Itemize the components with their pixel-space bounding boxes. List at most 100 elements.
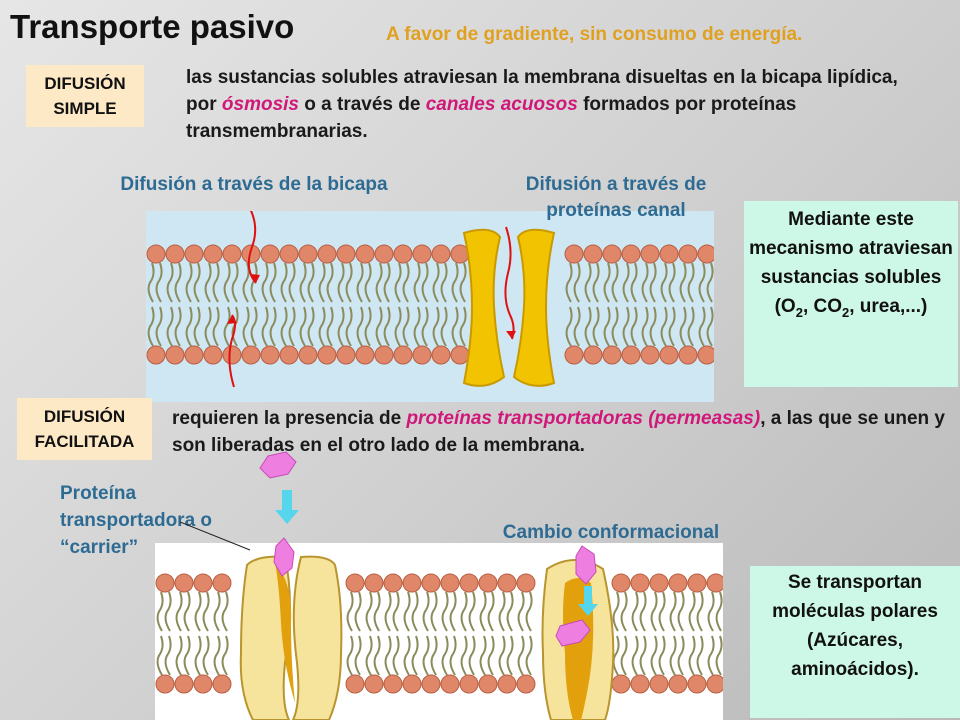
lipid-head xyxy=(412,345,432,365)
lipid-head xyxy=(374,345,394,365)
down-arrow-bilayer xyxy=(247,211,257,284)
lipid-heads xyxy=(155,573,723,694)
lipid-head xyxy=(193,674,213,694)
lipid-tail xyxy=(630,262,638,303)
lipid-head xyxy=(184,244,204,264)
lipid-head xyxy=(345,573,365,593)
lipid-tail xyxy=(403,591,411,632)
page-subtitle: A favor de gradiente, sin consumo de ene… xyxy=(386,24,803,45)
lipid-tail xyxy=(660,262,668,303)
lipid-head xyxy=(260,244,280,264)
lipid-tail xyxy=(346,635,354,676)
lipid-tail xyxy=(451,306,459,347)
molecule-changed-icon xyxy=(575,545,597,585)
lipid-head xyxy=(602,345,622,365)
lipid-head xyxy=(583,244,603,264)
lipid-head xyxy=(374,244,394,264)
lipid-head xyxy=(317,345,337,365)
simple-text-a: las sustancias solubles atraviesan la me… xyxy=(186,67,898,115)
lipid-tail xyxy=(365,591,373,632)
lipid-tail xyxy=(460,591,468,632)
lipid-head xyxy=(298,244,318,264)
lipid-head xyxy=(241,244,261,264)
lipid-tail xyxy=(147,262,155,303)
lipid-head xyxy=(146,244,166,264)
lipid-tail xyxy=(364,262,372,303)
lipid-tail xyxy=(174,306,182,347)
lipid-head xyxy=(364,674,384,694)
lipid-tail xyxy=(687,306,695,347)
lipid-tail xyxy=(649,262,657,303)
lipid-tail xyxy=(402,262,410,303)
lipid-head xyxy=(155,674,175,694)
lipid-head xyxy=(640,345,660,365)
lipid-tail xyxy=(517,635,525,676)
lipid-tail xyxy=(611,306,619,347)
lipid-head xyxy=(393,244,413,264)
lipid-tail xyxy=(175,635,183,676)
lipid-tail xyxy=(584,262,592,303)
lipid-head xyxy=(193,573,213,593)
label-conformational-change: Cambio conformacional xyxy=(502,522,720,543)
cyan-arrowhead-icon xyxy=(275,510,299,524)
lipid-tail xyxy=(611,262,619,303)
lipid-head xyxy=(497,573,517,593)
lipid-head xyxy=(659,345,679,365)
lipid-tail xyxy=(373,635,381,676)
lipid-tail xyxy=(707,635,715,676)
lipid-tail xyxy=(641,306,649,347)
lipid-tail xyxy=(185,262,193,303)
lipid-tail xyxy=(525,635,533,676)
lipid-tail xyxy=(440,306,448,347)
lipid-tail xyxy=(204,306,212,347)
lipid-head xyxy=(279,244,299,264)
lipid-tail xyxy=(269,262,277,303)
osmosis-term: ósmosis xyxy=(221,94,299,115)
lipid-tail xyxy=(223,306,231,347)
lipid-tail xyxy=(318,262,326,303)
lipid-tail xyxy=(337,306,345,347)
simple-tag-line1: DIFUSIÓN xyxy=(44,74,126,93)
lipid-tail xyxy=(194,635,202,676)
molecule-bound-icon xyxy=(273,537,295,577)
lipid-head xyxy=(279,345,299,365)
lipid-tail xyxy=(592,306,600,347)
lipid-head xyxy=(516,674,536,694)
lipid-head xyxy=(478,674,498,694)
lipid-tail xyxy=(565,262,573,303)
lipid-tail xyxy=(506,635,514,676)
lipid-tail xyxy=(364,306,372,347)
simple-tag-line2: SIMPLE xyxy=(53,99,117,118)
lipid-tail xyxy=(166,262,174,303)
facilitated-text-b: , a las que se unen y son liberadas en e… xyxy=(172,408,945,456)
molecule-released-icon xyxy=(555,619,591,647)
lipid-tail xyxy=(175,591,183,632)
carrier-protein-open xyxy=(239,555,343,720)
lipid-tail xyxy=(402,306,410,347)
lipid-head xyxy=(155,573,175,593)
facilitated-note: Se transportan moléculas polares (Azúcar… xyxy=(750,566,960,718)
lipid-tail xyxy=(468,635,476,676)
lipid-head xyxy=(146,345,166,365)
lipid-head xyxy=(431,244,451,264)
lipid-tail xyxy=(384,591,392,632)
lipid-tail xyxy=(174,262,182,303)
lipid-head xyxy=(317,244,337,264)
lipid-tail xyxy=(658,635,666,676)
lipid-head xyxy=(421,573,441,593)
lipid-tail xyxy=(242,306,250,347)
lipid-tail xyxy=(707,591,715,632)
lipid-head xyxy=(678,345,698,365)
lipid-tail xyxy=(679,262,687,303)
lipid-head xyxy=(697,244,714,264)
lipid-tail xyxy=(668,262,676,303)
lipid-tail xyxy=(373,591,381,632)
lipid-tail xyxy=(698,262,706,303)
lipid-tail xyxy=(669,591,677,632)
lipid-head xyxy=(355,345,375,365)
lipid-tail xyxy=(584,306,592,347)
lipid-head xyxy=(364,573,384,593)
lipid-tail xyxy=(221,591,229,632)
lipid-head xyxy=(583,345,603,365)
channel-arrow xyxy=(504,226,515,340)
